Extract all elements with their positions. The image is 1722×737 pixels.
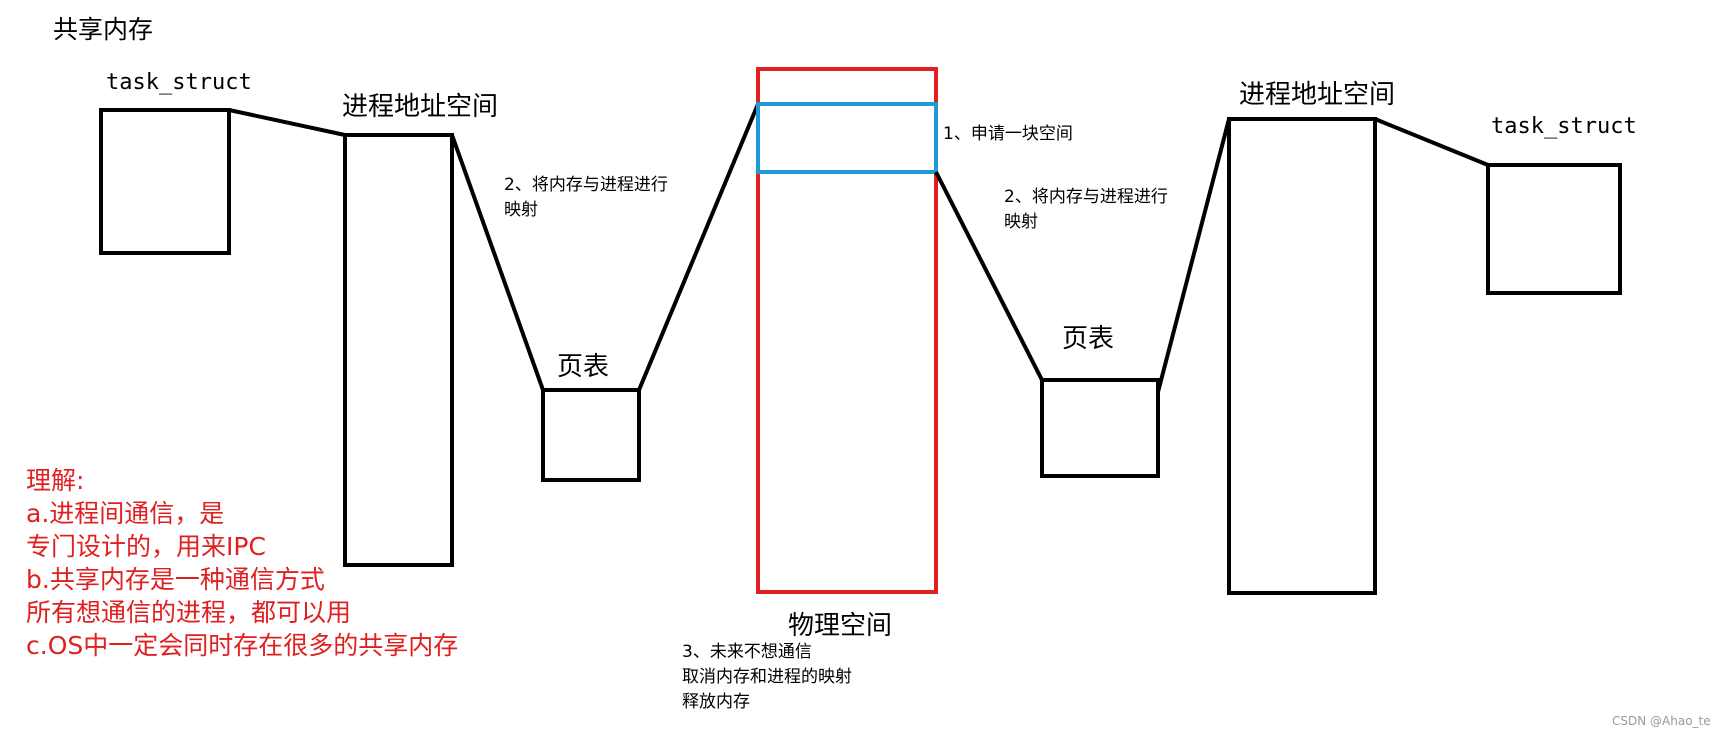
left-page-table-box (541, 388, 641, 482)
left-link-address-to-pagetable (450, 134, 545, 391)
right-page-table-box (1040, 378, 1160, 478)
left-link-task-to-address (228, 108, 346, 137)
page-title: 共享内存 (53, 15, 154, 44)
right-page-table-label: 页表 (1062, 324, 1115, 354)
understanding-line-2: 专门设计的，用来IPC (26, 532, 266, 561)
understanding-line-3: b.共享内存是一种通信方式 (26, 565, 325, 594)
release-note-line-2: 取消内存和进程的映射 (682, 667, 852, 687)
left-map-note-line-1: 2、将内存与进程进行 (504, 175, 668, 195)
right-map-note-line-2: 映射 (1004, 212, 1038, 232)
release-note-line-3: 释放内存 (682, 692, 750, 712)
left-map-note-line-2: 映射 (504, 200, 538, 220)
left-task-struct-label: task_struct (106, 70, 252, 95)
right-link-address-to-task (1374, 117, 1489, 167)
alloc-note: 1、申请一块空间 (943, 124, 1073, 144)
release-note-line-1: 3、未来不想通信 (682, 642, 812, 662)
right-address-space-box (1227, 117, 1377, 595)
understanding-heading: 理解: (26, 466, 85, 495)
physical-memory-label: 物理空间 (788, 611, 893, 641)
left-map-note: 2、将内存与进程进行 映射 (504, 173, 668, 223)
release-note: 3、未来不想通信 取消内存和进程的映射 释放内存 (682, 640, 852, 715)
understanding-line-5: c.OS中一定会同时存在很多的共享内存 (26, 631, 459, 660)
understanding-notes: 理解: a.进程间通信，是 专门设计的，用来IPC b.共享内存是一种通信方式 … (26, 464, 458, 662)
right-address-space-label: 进程地址空间 (1239, 80, 1396, 110)
right-task-struct-label: task_struct (1491, 114, 1637, 139)
understanding-line-1: a.进程间通信，是 (26, 499, 225, 528)
right-task-struct-box (1486, 163, 1622, 295)
physical-memory-box (756, 67, 938, 594)
left-address-space-box (343, 133, 454, 567)
right-map-note: 2、将内存与进程进行 映射 (1004, 185, 1168, 235)
right-map-note-line-1: 2、将内存与进程进行 (1004, 187, 1168, 207)
left-page-table-label: 页表 (557, 352, 610, 382)
right-link-pagetable-to-address (1156, 118, 1231, 393)
right-link-physical-to-pagetable (934, 171, 1044, 381)
understanding-line-4: 所有想通信的进程，都可以用 (26, 598, 352, 627)
left-address-space-label: 进程地址空间 (342, 92, 499, 122)
left-link-pagetable-to-physical (637, 103, 760, 391)
shared-memory-block (756, 102, 938, 174)
watermark: CSDN @Ahao_te (1612, 714, 1711, 728)
left-task-struct-box (99, 108, 231, 255)
